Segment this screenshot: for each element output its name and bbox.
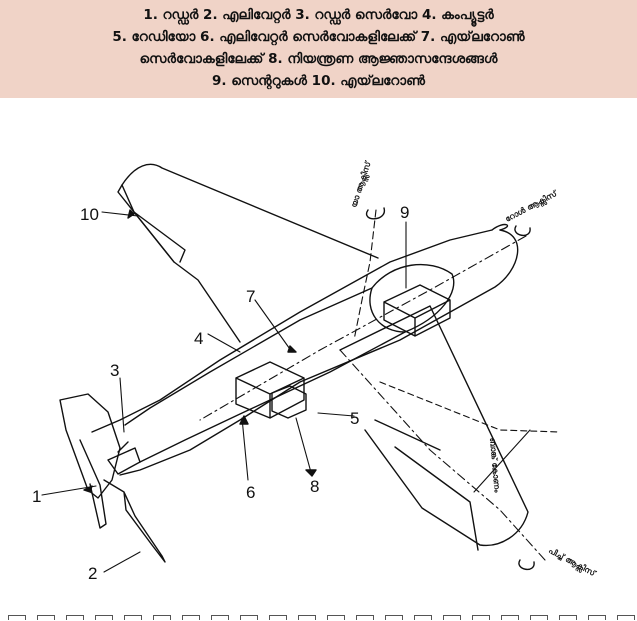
yaw-arrow-icon bbox=[365, 207, 385, 220]
roll-axis-line bbox=[199, 235, 527, 421]
leader-lines bbox=[41, 211, 407, 573]
strip-tab bbox=[8, 615, 26, 620]
strip-tab bbox=[66, 615, 84, 620]
bottom-strip bbox=[0, 611, 637, 621]
fuselage bbox=[91, 229, 519, 476]
yaw-axis-label: യാ ആക്സിസ് bbox=[348, 159, 374, 209]
right-aileron bbox=[394, 446, 479, 551]
roll-arrow-icon bbox=[514, 225, 531, 236]
rudder bbox=[79, 439, 107, 529]
fuselage-inner-right bbox=[139, 331, 406, 463]
strip-tab bbox=[385, 615, 403, 620]
caption-line-2: 5. റേഡിയോ 6. എലിവേറ്റർ സെർവോകളിലേക്ക് 7.… bbox=[112, 29, 525, 45]
nose bbox=[491, 223, 509, 231]
strip-tab bbox=[327, 615, 345, 620]
strip-tab bbox=[472, 615, 490, 620]
callout-1: 1 bbox=[32, 487, 41, 506]
callout-8: 8 bbox=[310, 477, 319, 496]
strip-tab bbox=[443, 615, 461, 620]
caption-panel: 1. റഡ്ഡർ 2. എലിവേറ്റർ 3. റഡ്ഡർ സെർവോ 4. … bbox=[0, 0, 637, 98]
strip-tab bbox=[240, 615, 258, 620]
callout-6: 6 bbox=[246, 483, 255, 502]
fuselage-inner-left bbox=[124, 287, 373, 426]
strip-tab bbox=[95, 615, 113, 620]
strip-tab bbox=[530, 615, 548, 620]
left-aileron bbox=[121, 184, 186, 263]
callout-7: 7 bbox=[246, 287, 255, 306]
bank-angle-line bbox=[379, 381, 561, 433]
callout-9: 9 bbox=[400, 203, 409, 222]
pitch-arrow-icon bbox=[518, 559, 535, 570]
strip-tab bbox=[356, 615, 374, 620]
center-box bbox=[383, 284, 451, 337]
strip-tab bbox=[211, 615, 229, 620]
horizontal-stabilizer bbox=[103, 479, 166, 563]
strip-tab bbox=[269, 615, 287, 620]
bank-angle-label: ബാങ്ക് കോണം bbox=[488, 437, 502, 493]
callout-5: 5 bbox=[350, 409, 359, 428]
right-wing bbox=[339, 305, 529, 547]
callout-4: 4 bbox=[194, 329, 203, 348]
caption-line-3: സെർവോകളിലേക്ക് 8. നിയന്ത്രണ ആജ്ഞാസന്ദേശങ… bbox=[139, 51, 498, 67]
strip-tab bbox=[559, 615, 577, 620]
strip-tab bbox=[414, 615, 432, 620]
radio-box bbox=[271, 385, 307, 419]
strip-tab bbox=[153, 615, 171, 620]
caption-line-1: 1. റഡ്ഡർ 2. എലിവേറ്റർ 3. റഡ്ഡർ സെർവോ 4. … bbox=[143, 7, 494, 23]
left-wing bbox=[117, 163, 379, 343]
rudder-servo bbox=[107, 441, 141, 475]
pitch-axis-label: പിച്ച് ആക്സിസ് bbox=[546, 545, 598, 580]
strip-tab bbox=[298, 615, 316, 620]
strip-tab bbox=[182, 615, 200, 620]
strip-tab bbox=[588, 615, 606, 620]
aircraft-diagram: 1 2 3 4 5 6 7 8 9 10 യാ ആക്സിസ് റോൾ ആക്സ… bbox=[32, 159, 598, 583]
callout-3: 3 bbox=[110, 361, 119, 380]
strip-tab bbox=[617, 615, 635, 620]
strip-tab bbox=[501, 615, 519, 620]
arrowheads bbox=[83, 209, 317, 493]
callout-2: 2 bbox=[88, 564, 97, 583]
tail-fin bbox=[59, 393, 121, 499]
callout-10: 10 bbox=[80, 205, 99, 224]
pitch-axis-line bbox=[339, 349, 546, 561]
roll-axis-label: റോൾ ആക്സിസ് bbox=[503, 188, 560, 226]
strip-tab bbox=[124, 615, 142, 620]
bank-angle-indicator bbox=[473, 429, 531, 493]
caption-line-4: 9. സെന്ററുകൾ 10. എയ്‌ലറോൺ bbox=[212, 73, 425, 89]
strip-tab bbox=[37, 615, 55, 620]
yaw-axis-line bbox=[353, 209, 377, 341]
computer-box bbox=[235, 361, 305, 419]
